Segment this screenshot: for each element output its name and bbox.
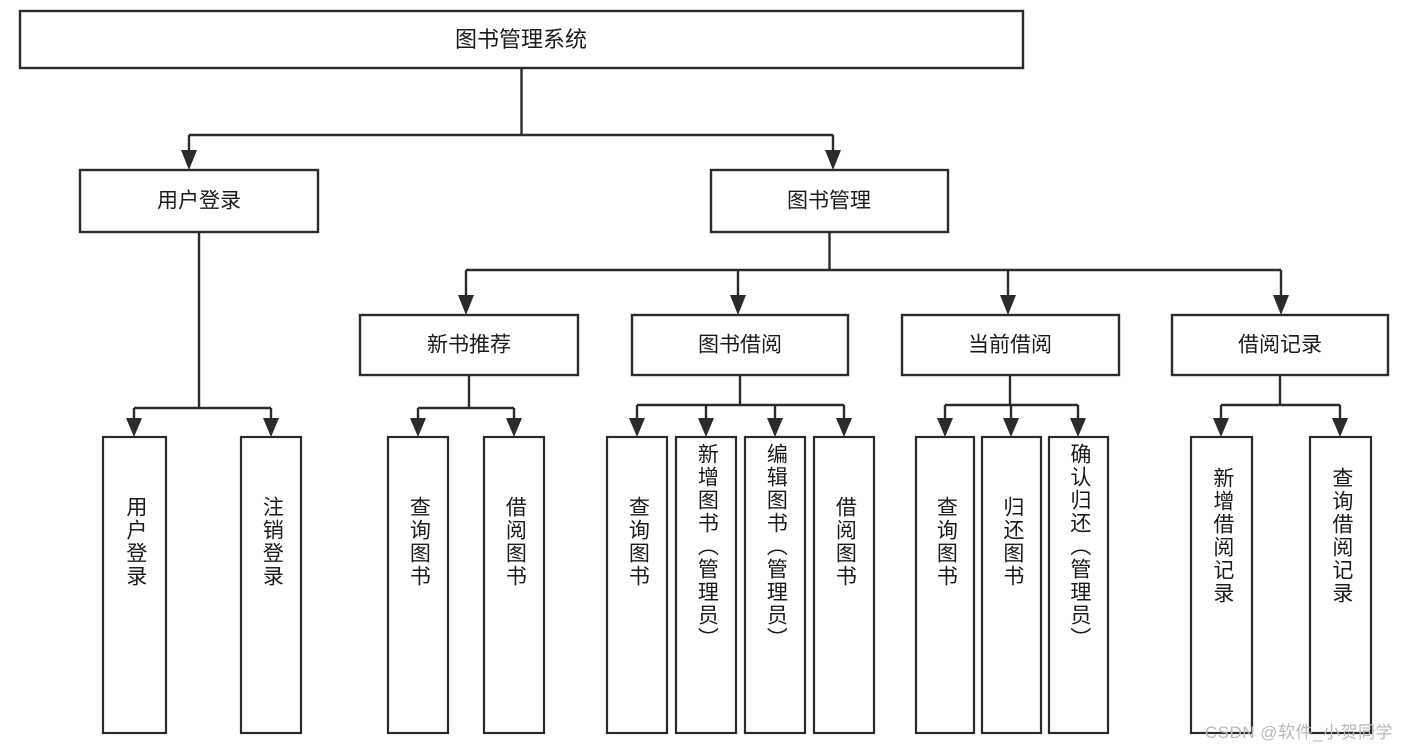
node-book-management-label: 图书管理 bbox=[787, 190, 871, 213]
leaf-box-edit-book-admin[interactable] bbox=[743, 435, 807, 735]
leaf-box-logout[interactable] bbox=[239, 435, 303, 735]
leaf-box-query-book-new[interactable] bbox=[386, 435, 450, 735]
node-book-management[interactable]: 图书管理 bbox=[709, 168, 950, 234]
connector-current-to-leaves bbox=[937, 375, 1086, 437]
node-borrow-record-label: 借阅记录 bbox=[1238, 334, 1322, 357]
leaf-box-query-book-current[interactable] bbox=[914, 435, 976, 735]
leaf-box-query-borrow-record[interactable] bbox=[1308, 435, 1373, 735]
node-root[interactable]: 图书管理系统 bbox=[18, 9, 1025, 70]
connector-bookmgmt-to-level3 bbox=[458, 232, 1289, 315]
node-new-book-recommend-label: 新书推荐 bbox=[427, 334, 511, 357]
node-user-login-label: 用户登录 bbox=[157, 190, 241, 213]
leaf-box-query-book-borrow[interactable] bbox=[605, 435, 669, 735]
leaf-box-user-login[interactable] bbox=[101, 435, 168, 735]
connector-login-to-leaves bbox=[126, 232, 279, 437]
connector-record-to-leaves bbox=[1213, 375, 1348, 437]
leaf-box-add-book-admin[interactable] bbox=[674, 435, 738, 735]
node-borrow-record[interactable]: 借阅记录 bbox=[1170, 313, 1390, 377]
leaf-box-return-book[interactable] bbox=[980, 435, 1043, 735]
connector-root-to-level2 bbox=[181, 68, 841, 170]
leaf-box-borrow-book-new[interactable] bbox=[482, 435, 546, 735]
connector-newbook-to-leaves bbox=[410, 375, 522, 437]
leaf-box-add-borrow-record[interactable] bbox=[1189, 435, 1254, 735]
node-book-borrow[interactable]: 图书借阅 bbox=[630, 313, 850, 377]
connector-borrow-to-leaves bbox=[629, 375, 852, 437]
leaf-box-borrow-book[interactable] bbox=[812, 435, 876, 735]
leaf-box-confirm-return-admin[interactable] bbox=[1047, 435, 1110, 735]
csdn-watermark: CSDN @软件_小贺同学 bbox=[1204, 723, 1393, 742]
node-user-login[interactable]: 用户登录 bbox=[78, 168, 320, 234]
node-current-borrow[interactable]: 当前借阅 bbox=[900, 313, 1121, 377]
node-new-book-recommend[interactable]: 新书推荐 bbox=[358, 313, 580, 377]
node-current-borrow-label: 当前借阅 bbox=[968, 334, 1052, 357]
node-book-borrow-label: 图书借阅 bbox=[698, 334, 782, 357]
node-root-label: 图书管理系统 bbox=[455, 27, 587, 52]
